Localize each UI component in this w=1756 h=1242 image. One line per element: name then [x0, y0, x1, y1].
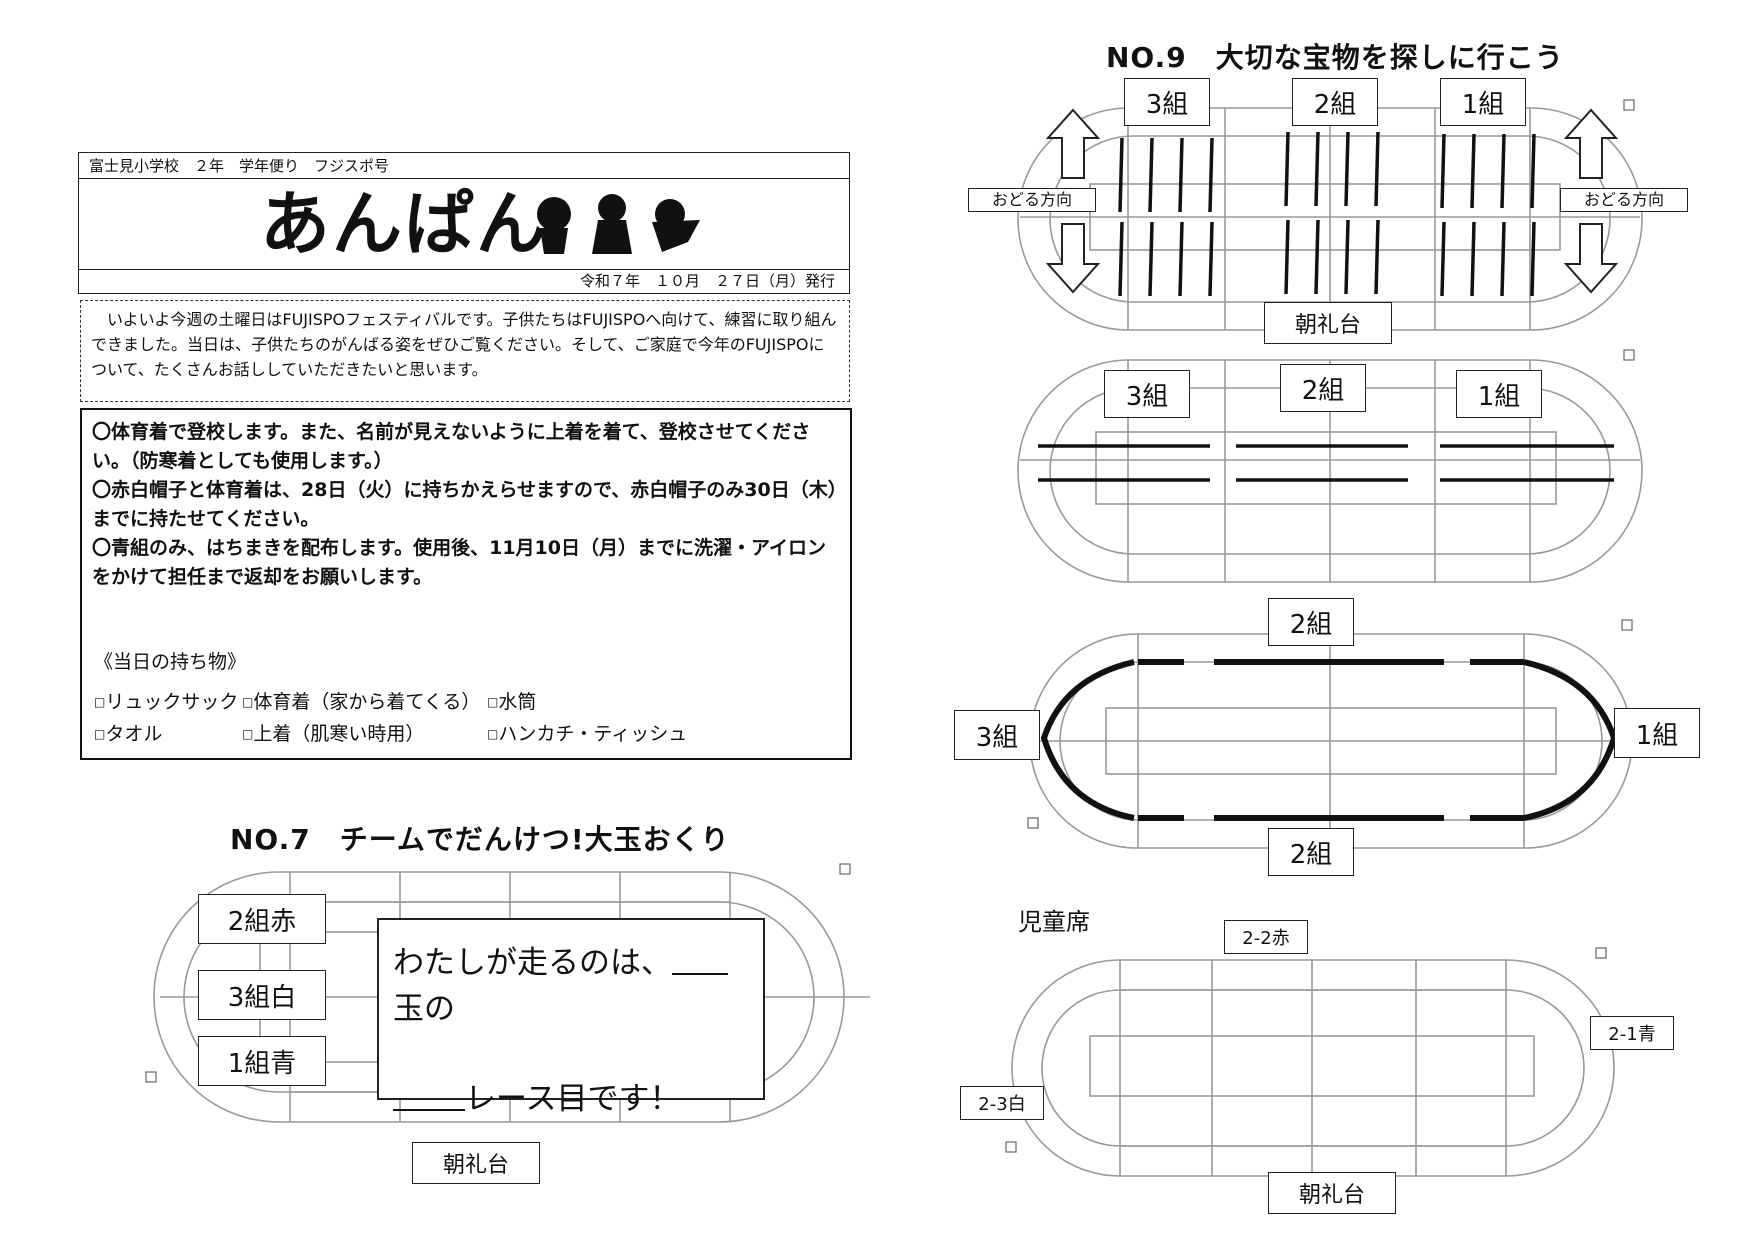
no9-diagram-1 [1017, 99, 1643, 331]
no9-group-label: 2組 [1268, 598, 1354, 646]
seats-stand-label: 朝礼台 [1268, 1172, 1396, 1214]
no7-team-label: 1組青 [198, 1036, 326, 1086]
checkbox-icon: □ [242, 727, 254, 741]
character-head-1 [537, 197, 571, 231]
arrow-up-icon [1046, 108, 1100, 179]
no7-team-label: 3組白 [198, 970, 326, 1020]
no9-group-label: 1組 [1614, 708, 1700, 758]
belonging-item: □リュックサック [94, 691, 239, 713]
dance-direction-label: おどる方向 [1560, 188, 1688, 212]
issue-date: 令和７年 １０月 ２７日（月）発行 [78, 270, 850, 294]
speech-line-2: レース目です！ [393, 1076, 749, 1122]
no9-group-label: 2組 [1280, 364, 1366, 412]
belonging-item: □ハンカチ・ティッシュ [487, 723, 688, 745]
no9-group-label: 3組 [1104, 370, 1190, 418]
arrow-up-icon [1564, 108, 1618, 179]
character-body-2 [592, 220, 632, 254]
dance-direction-label: おどる方向 [968, 188, 1096, 212]
belonging-item: □水筒 [487, 691, 537, 713]
checkbox-icon: □ [487, 727, 499, 741]
checkbox-icon: □ [487, 695, 499, 709]
checkbox-icon: □ [94, 727, 106, 741]
no9-heading: NO.9 大切な宝物を探しに行こう [1106, 41, 1564, 74]
circle-formation [1040, 659, 1618, 821]
no7-heading: NO.7 チームでだんけつ!大玉おくり [230, 823, 730, 856]
belongings-heading: 《当日の持ち物》 [94, 651, 247, 673]
no7-speech-box: わたしが走るのは、玉の レース目です！ [377, 918, 765, 1117]
school-line: 富士見小学校 ２年 学年便り フジスポ号 [78, 152, 850, 178]
seat-label-2-1: 2-1青 [1590, 1016, 1674, 1050]
seats-heading: 児童席 [1018, 908, 1090, 936]
no9-group-label: 1組 [1456, 370, 1542, 418]
seat-label-2-3: 2-3白 [960, 1086, 1044, 1120]
notice-box: 〇体育着で登校します。また、名前が見えないように上着を着て、登校させてください。… [80, 408, 852, 760]
title-box [78, 178, 850, 270]
no7-stand-label: 朝礼台 [412, 1142, 540, 1184]
line-formation [1038, 444, 1614, 482]
character-head-2 [598, 194, 626, 222]
no9-group-label: 2組 [1268, 828, 1354, 876]
notice-3: 〇青組のみ、はちまきを配布します。使用後、11月10日（月）までに洗濯・アイロン… [92, 537, 827, 588]
character-silhouettes [537, 194, 700, 254]
blank-field [393, 1079, 465, 1111]
notice-1: 〇体育着で登校します。また、名前が見えないように上着を着て、登校させてください。… [92, 421, 811, 472]
no9-group-label: 3組 [954, 710, 1040, 760]
intro-text: いよいよ今週の土曜日はFUJISPOフェスティバルです。子供たちはFUJISPO… [91, 310, 837, 379]
speech-line-1: わたしが走るのは、玉の [393, 940, 749, 1032]
notice-2: 〇赤白帽子と体育着は、28日（火）に持ちかえらせますので、赤白帽子のみ30日（木… [92, 479, 838, 530]
checkbox-icon: □ [242, 695, 254, 709]
seats-track-diagram [1005, 947, 1615, 1177]
no9-stand-label: 朝礼台 [1264, 302, 1392, 344]
belonging-item: □タオル [94, 723, 163, 745]
intro-box: いよいよ今週の土曜日はFUJISPOフェスティバルです。子供たちはFUJISPO… [80, 300, 850, 402]
arrow-down-icon [1046, 223, 1100, 294]
no7-team-label: 2組赤 [198, 894, 326, 944]
no9-diagram-3 [1027, 619, 1633, 849]
arrow-down-icon [1564, 223, 1618, 294]
belonging-item: □体育着（家から着てくる） [242, 691, 481, 713]
character-body-1 [540, 228, 568, 254]
seat-label-2-2: 2-2赤 [1224, 920, 1308, 954]
belonging-item: □上着（肌寒い時用） [242, 723, 425, 745]
no9-group-label: 3組 [1124, 78, 1210, 126]
blank-field [672, 943, 728, 975]
checkbox-icon: □ [94, 695, 106, 709]
no9-group-label: 2組 [1292, 78, 1378, 126]
dance-lines [1118, 131, 1536, 297]
newsletter-title: あんぱん [260, 183, 548, 265]
no9-group-label: 1組 [1440, 78, 1526, 126]
character-body-3 [652, 220, 700, 252]
